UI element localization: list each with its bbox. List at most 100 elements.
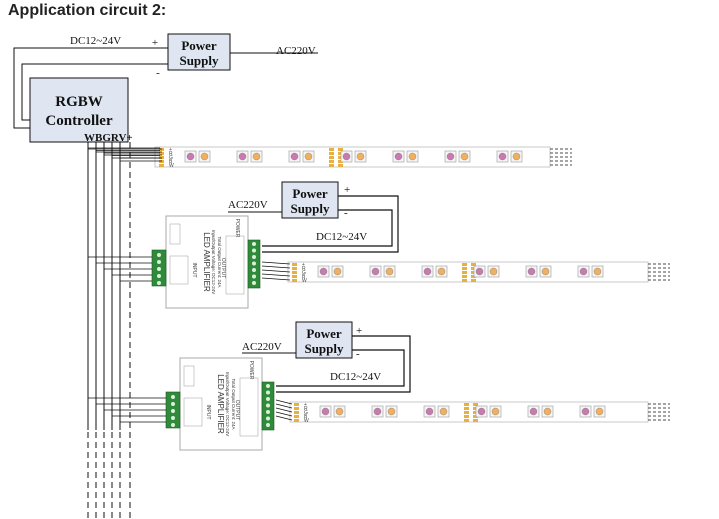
power-supply-2-label-top: Power: [292, 186, 328, 201]
led-dot: [335, 407, 344, 416]
amp2-output-wire: [275, 411, 293, 417]
led-dot: [489, 267, 498, 276]
led-dot: [498, 152, 507, 161]
amplifier-2-input-label: INPUT: [205, 405, 211, 420]
led-dot: [333, 267, 342, 276]
strip-pin-label: +: [304, 402, 307, 408]
ps3-minus-sign: -: [356, 348, 360, 360]
input-pad: [292, 263, 297, 266]
negative-supply-wire: [21, 63, 168, 121]
screw: [171, 395, 175, 399]
ps3-negative-wire: [276, 349, 405, 387]
cut-pad: [338, 148, 343, 151]
screw: [252, 242, 256, 246]
input-pad: [292, 267, 297, 270]
input-pad: [292, 271, 297, 274]
led-dot: [304, 152, 313, 161]
amplifier-1-power-label-group: POWER: [234, 219, 240, 238]
cut-pad: [471, 271, 476, 274]
cut-pad: [464, 407, 469, 410]
amp1-output-wire: [261, 277, 291, 281]
cut-pad: [473, 403, 478, 406]
led-strip-2: +RGBW: [287, 261, 670, 284]
led-strip-1-body: [154, 146, 551, 168]
cut-pad: [471, 267, 476, 270]
strip-pin-label: W: [304, 418, 309, 424]
cut-pad: [462, 275, 467, 278]
cut-pad: [338, 164, 343, 167]
ps2-plus-sign: +: [344, 184, 350, 196]
strip-pin-label: +: [302, 262, 305, 268]
cut-pad: [471, 275, 476, 278]
led-dot: [423, 267, 432, 276]
screw: [252, 281, 256, 285]
power-supply-main-label-bottom: Supply: [179, 53, 219, 68]
led-dot: [394, 152, 403, 161]
strip-pin-label: G: [304, 410, 308, 416]
led-dot: [579, 267, 588, 276]
amplifier-1-output-grid: [225, 235, 245, 295]
led-dot: [491, 407, 500, 416]
screw: [157, 267, 161, 271]
ps2-ac-label: AC220V: [228, 199, 268, 211]
cut-pad: [338, 156, 343, 159]
screw: [266, 416, 270, 421]
led-dot: [477, 407, 486, 416]
input-pad: [159, 152, 164, 155]
cut-pad: [464, 415, 469, 418]
page-title: Application circuit 2:: [8, 2, 167, 19]
rgbw-controller-box: [29, 77, 129, 143]
input-pad: [159, 156, 164, 159]
led-dot: [408, 152, 417, 161]
ps2-negative-wire: [262, 209, 393, 247]
power-supply-3: [295, 321, 353, 359]
led-dot: [512, 152, 521, 161]
screw: [171, 402, 175, 406]
ps2-positive-wire: [262, 195, 399, 253]
ps2-minus-sign: -: [344, 207, 348, 219]
led-dot: [581, 407, 590, 416]
cut-pad: [329, 156, 334, 159]
cut-pad: [464, 411, 469, 414]
screw: [266, 390, 270, 395]
cut-pad: [329, 148, 334, 151]
strip-pin-label: +: [169, 147, 172, 153]
screw: [266, 403, 270, 408]
amplifier-1-current: Total Output Current: 24A: [217, 236, 222, 287]
strip-pin-label: B: [169, 159, 173, 165]
amplifier-2-input-label-group: INPUT: [205, 405, 211, 420]
led-dot: [238, 152, 247, 161]
led-dot: [186, 152, 195, 161]
amp1-output-wire: [261, 265, 291, 269]
ps2-dc-label: DC12~24V: [316, 231, 367, 243]
cut-pad: [473, 419, 478, 422]
cut-pad: [471, 279, 476, 282]
led-dot: [385, 267, 394, 276]
led-dot: [425, 407, 434, 416]
strip-pin-label: W: [302, 278, 307, 284]
screw: [252, 248, 256, 253]
power-supply-2: [281, 181, 339, 219]
led-dot: [460, 152, 469, 161]
strip1-feed: [103, 142, 162, 156]
input-pad: [159, 148, 164, 151]
strip-pin-label: W: [169, 163, 174, 169]
input-pad: [292, 279, 297, 282]
screw: [266, 410, 270, 414]
amplifier-1-input-table: [169, 223, 181, 245]
screw: [252, 268, 256, 272]
screw: [157, 274, 161, 278]
screw: [157, 260, 161, 264]
amplifier-1-input-grid: [169, 255, 189, 285]
cut-pad: [473, 407, 478, 410]
cut-pad: [338, 160, 343, 163]
led-dot: [371, 267, 380, 276]
strip1-feed: [95, 142, 162, 153]
cut-pad: [329, 152, 334, 155]
input-pad: [294, 411, 299, 414]
input-pad: [292, 275, 297, 278]
controller-label-top: RGBW: [55, 94, 103, 110]
amplifier-1-output-label: OUTPUT: [220, 258, 226, 279]
input-pad: [294, 419, 299, 422]
